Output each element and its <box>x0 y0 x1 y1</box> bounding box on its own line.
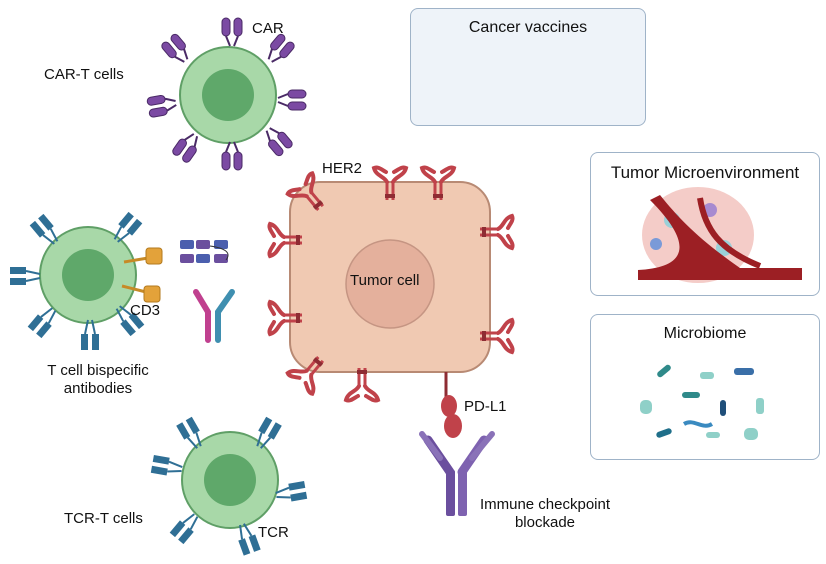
label-immune-checkpoint-line1: Immune checkpoint <box>479 496 611 513</box>
tumor-cell <box>289 181 491 373</box>
label-t-cell-bispecific-line2: antibodies <box>63 380 133 397</box>
bispecific-antibody-molecules <box>180 240 235 343</box>
label-immune-checkpoint-blockade: Immune checkpoint blockade <box>470 496 620 532</box>
label-tcr: TCR <box>258 524 289 541</box>
label-car: CAR <box>252 20 284 37</box>
tcr-t-cell <box>149 415 309 557</box>
checkpoint-antibody <box>419 431 495 516</box>
label-cd3: CD3 <box>130 302 161 319</box>
panel-cancer-vaccines: Cancer vaccines <box>410 8 646 126</box>
bispecific-t-cell <box>9 210 163 351</box>
car-t-cell <box>145 17 307 171</box>
pd-l1-molecule <box>441 372 462 438</box>
label-immune-checkpoint-line2: blockade <box>514 514 576 531</box>
tumor-microenvironment-graphic <box>638 187 802 283</box>
label-tcr-t-cells: TCR-T cells <box>64 510 143 527</box>
label-t-cell-bispecific-antibodies: T cell bispecific antibodies <box>28 362 168 398</box>
panel-title-tumor-microenvironment: Tumor Microenvironment <box>610 163 800 182</box>
label-her2: HER2 <box>322 160 363 177</box>
panel-microbiome: Microbiome <box>590 314 820 460</box>
panel-tumor-microenvironment: Tumor Microenvironment <box>590 152 820 296</box>
panel-title-cancer-vaccines: Cancer vaccines <box>468 19 588 36</box>
panel-title-microbiome: Microbiome <box>663 325 747 342</box>
label-pd-l1: PD-L1 <box>464 398 507 415</box>
label-car-t-cells: CAR-T cells <box>44 66 124 83</box>
label-tumor-cell: Tumor cell <box>350 272 420 289</box>
label-t-cell-bispecific-line1: T cell bispecific <box>47 362 149 379</box>
microbiome-graphic <box>640 364 764 440</box>
